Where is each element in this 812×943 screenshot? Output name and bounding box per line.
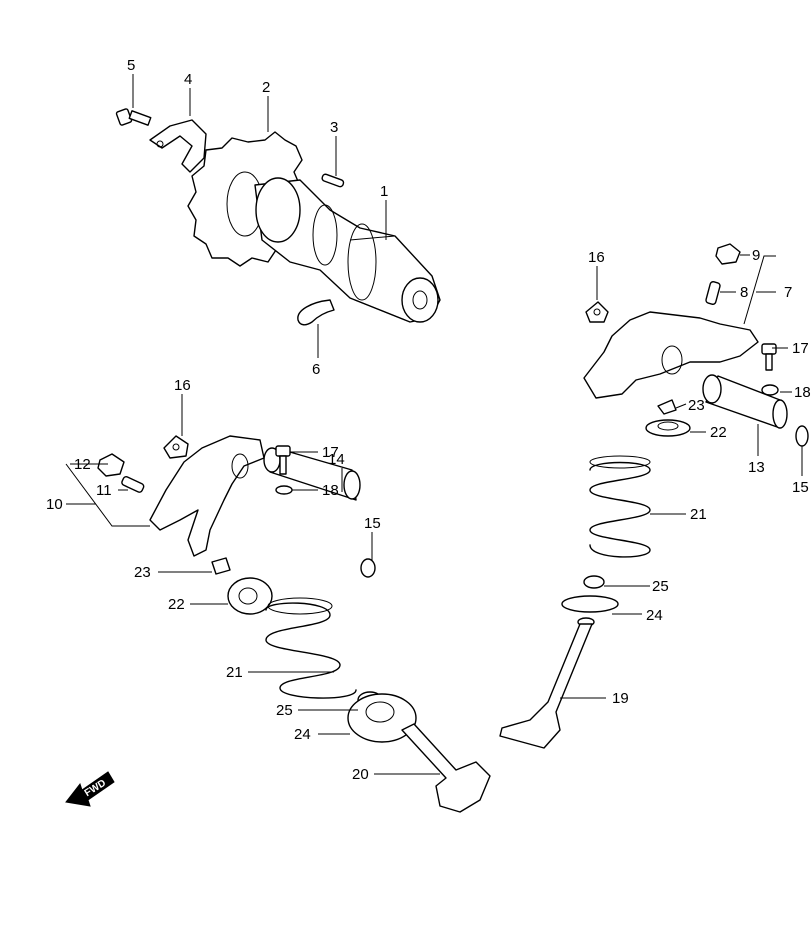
rocker-arm-pivot-13 — [702, 374, 788, 429]
bolt-17-left — [275, 445, 291, 475]
retainer-24-left — [347, 693, 417, 743]
callout-1: 1 — [380, 183, 388, 200]
callout-21-right: 21 — [690, 506, 707, 523]
washer-18-left — [275, 485, 293, 495]
callout-16-right: 16 — [588, 249, 605, 266]
callout-17-left: 17 — [322, 444, 339, 461]
adjuster-screw-11 — [121, 476, 145, 493]
camshaft-pin — [321, 173, 345, 188]
callout-24-left: 24 — [294, 726, 311, 743]
callout-20: 20 — [352, 766, 369, 783]
bolt-17-right — [761, 343, 777, 371]
callout-6: 6 — [312, 361, 320, 378]
cotter-23-left — [211, 557, 231, 575]
rocker-arm-left — [149, 435, 265, 557]
retainer-24-right — [561, 595, 619, 613]
circlip — [297, 299, 335, 326]
callout-2: 2 — [262, 79, 270, 96]
callout-15-left: 15 — [364, 515, 381, 532]
callout-14: 14 — [328, 451, 345, 468]
fwd-arrow-icon: FWD — [65, 771, 115, 807]
washer-16-left — [163, 435, 189, 459]
callout-17-right: 17 — [792, 340, 809, 357]
callout-3: 3 — [330, 119, 338, 136]
valve-spring-21-right — [589, 455, 651, 558]
adjuster-screw-8 — [705, 281, 721, 305]
callout-9: 9 — [752, 247, 760, 264]
callout-24-right: 24 — [646, 607, 663, 624]
callout-10: 10 — [46, 496, 63, 513]
callout-23-left: 23 — [134, 564, 151, 581]
retainer-bolt — [115, 108, 152, 126]
callouts: 1 2 3 4 5 6 7 8 9 10 11 12 13 14 15 15 1… — [46, 57, 811, 783]
lock-nut-9 — [715, 243, 741, 265]
callout-8: 8 — [740, 284, 748, 301]
washer-18-right — [761, 384, 779, 396]
callout-4: 4 — [184, 71, 192, 88]
callout-23-right: 23 — [688, 397, 705, 414]
valve-20 — [401, 723, 491, 813]
cotter-23-right — [657, 399, 677, 415]
o-ring-15-left — [360, 558, 376, 578]
callout-25-left: 25 — [276, 702, 293, 719]
callout-5: 5 — [127, 57, 135, 74]
o-ring-15-right — [795, 425, 809, 447]
callout-11: 11 — [96, 482, 112, 499]
spring-seat-22-left — [227, 577, 273, 615]
callout-18-right: 18 — [794, 384, 811, 401]
camshaft — [254, 177, 441, 323]
retainer-plate — [149, 119, 207, 173]
callout-21-left: 21 — [226, 664, 243, 681]
callout-25-right: 25 — [652, 578, 669, 595]
callout-18-left: 18 — [322, 482, 339, 499]
spring-seat-22-right — [645, 419, 691, 437]
callout-22-left: 22 — [168, 596, 185, 613]
callout-16-left: 16 — [174, 377, 191, 394]
valve-19 — [499, 617, 595, 749]
callout-22-right: 22 — [710, 424, 727, 441]
leader-lines — [65, 74, 803, 775]
callout-12: 12 — [74, 456, 91, 473]
cotter-25-right — [583, 575, 605, 589]
callout-19: 19 — [612, 690, 629, 707]
callout-7: 7 — [784, 284, 792, 301]
callout-13: 13 — [748, 459, 765, 476]
washer-16-right — [585, 301, 609, 323]
lock-nut-12 — [97, 453, 125, 477]
rocker-arm-right — [583, 311, 759, 399]
callout-15-right: 15 — [792, 479, 809, 496]
valve-spring-21-left — [265, 597, 357, 699]
